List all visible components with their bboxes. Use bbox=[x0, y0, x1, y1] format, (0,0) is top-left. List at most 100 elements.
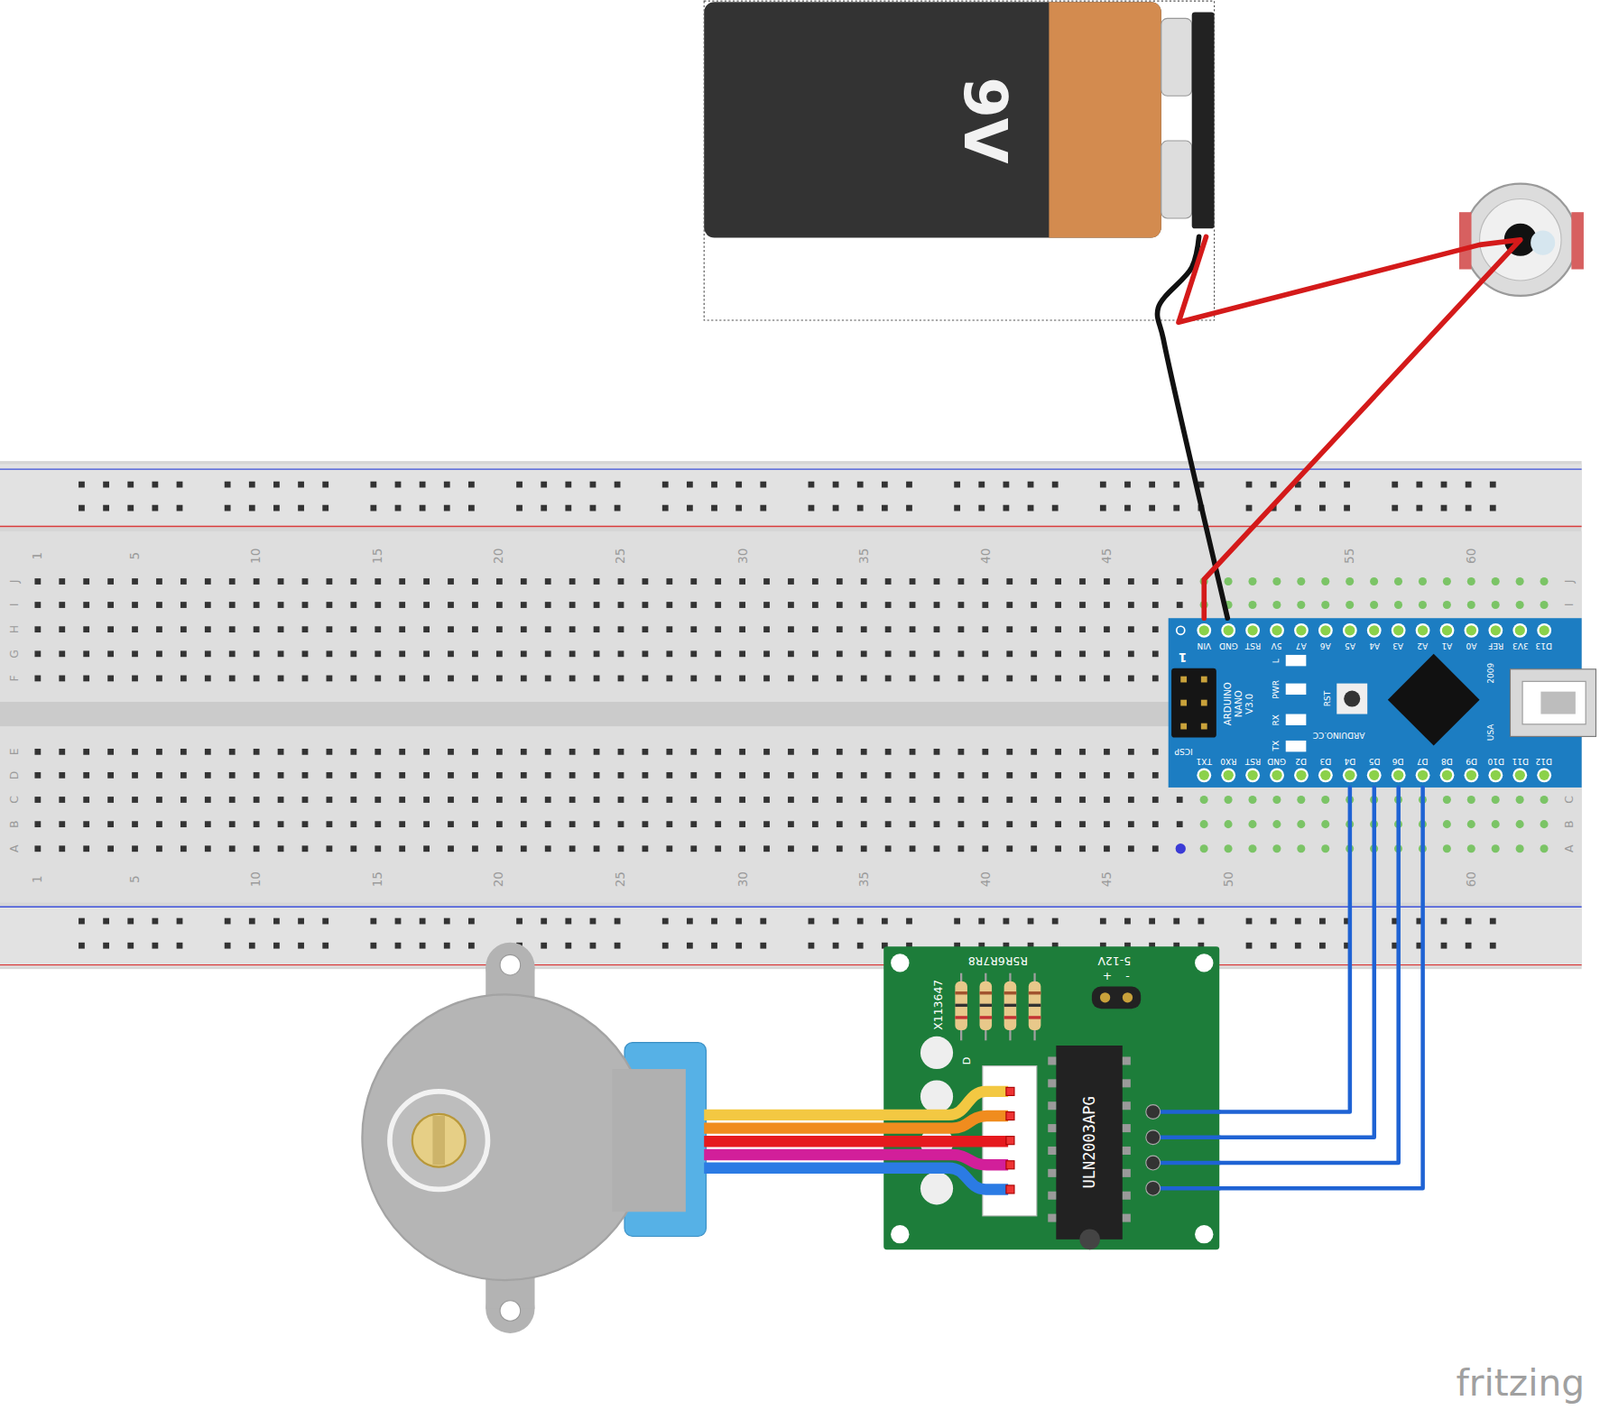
breadboard-hole bbox=[593, 650, 601, 657]
breadboard-hole bbox=[253, 845, 260, 852]
selection-outline bbox=[703, 0, 1214, 321]
watermark: fritzing bbox=[1455, 1365, 1585, 1403]
breadboard-hole bbox=[374, 845, 381, 852]
breadboard-hole bbox=[468, 918, 475, 925]
breadboard-hole bbox=[156, 650, 163, 657]
breadboard-hole bbox=[642, 675, 649, 683]
breadboard-hole bbox=[569, 650, 576, 657]
breadboard-hole bbox=[686, 943, 694, 950]
breadboard-hole bbox=[297, 481, 305, 489]
breadboard-hole bbox=[958, 626, 965, 633]
battery: 9V bbox=[703, 0, 1214, 237]
row-letter: G bbox=[9, 649, 20, 659]
breadboard-hole bbox=[739, 626, 746, 633]
breadboard-hole bbox=[590, 918, 597, 925]
pin-header bbox=[1318, 767, 1333, 783]
stepper-motor bbox=[412, 1114, 466, 1168]
chip-leg bbox=[1047, 1214, 1056, 1223]
column-number: 40 bbox=[980, 548, 993, 565]
breadboard-hole bbox=[520, 796, 528, 804]
breadboard-hole bbox=[909, 675, 916, 683]
breadboard-hole bbox=[569, 821, 576, 828]
breadboard-hole bbox=[83, 772, 90, 779]
resistor-symbol bbox=[954, 981, 968, 1031]
breadboard-hole bbox=[1152, 578, 1159, 585]
column-number: 20 bbox=[492, 548, 506, 565]
pin-header bbox=[1245, 767, 1260, 783]
breadboard-hole bbox=[443, 918, 451, 925]
breadboard-hole bbox=[369, 505, 377, 512]
pin-one-mark: 1 bbox=[1178, 650, 1187, 664]
breadboard-hole bbox=[787, 650, 795, 657]
breadboard-hole bbox=[1321, 577, 1330, 586]
breadboard-hole bbox=[107, 650, 114, 657]
breadboard-hole bbox=[618, 626, 625, 633]
column-number: 1 bbox=[31, 875, 45, 884]
breadboard-hole bbox=[934, 626, 941, 633]
breadboard-hole bbox=[224, 943, 232, 950]
breadboard-hole bbox=[229, 749, 236, 756]
breadboard-hole bbox=[1441, 505, 1448, 512]
chip-leg bbox=[1047, 1101, 1056, 1110]
breadboard-hole bbox=[520, 772, 528, 779]
breadboard-hole bbox=[127, 943, 134, 950]
breadboard-hole bbox=[885, 675, 892, 683]
breadboard-hole bbox=[374, 796, 381, 804]
breadboard-hole bbox=[107, 821, 114, 828]
breadboard-hole bbox=[496, 675, 503, 683]
breadboard-hole bbox=[812, 626, 819, 633]
breadboard-hole bbox=[860, 845, 868, 852]
breadboard-hole bbox=[180, 650, 187, 657]
breadboard-hole bbox=[690, 675, 697, 683]
breadboard-hole bbox=[1054, 796, 1062, 804]
breadboard-hole bbox=[618, 578, 625, 585]
breadboard-hole bbox=[374, 749, 381, 756]
breadboard-hole bbox=[981, 845, 989, 852]
connector-pin bbox=[1006, 1137, 1015, 1146]
motor-ribbon bbox=[703, 1091, 1009, 1191]
pin-header bbox=[1247, 770, 1258, 781]
breadboard-hole bbox=[326, 675, 333, 683]
breadboard-hole bbox=[618, 650, 625, 657]
pin-header bbox=[1539, 770, 1550, 781]
breadboard-hole bbox=[714, 796, 722, 804]
pin-header bbox=[1464, 767, 1480, 783]
pin-header bbox=[1442, 625, 1453, 636]
breadboard-hole bbox=[808, 505, 815, 512]
row-letter: B bbox=[1563, 820, 1575, 829]
pin-header bbox=[1415, 623, 1431, 639]
breadboard-hole bbox=[1489, 918, 1497, 925]
breadboard-hole bbox=[326, 601, 333, 609]
wire bbox=[1219, 787, 1351, 1113]
breadboard-hole bbox=[1052, 505, 1059, 512]
breadboard-hole bbox=[1270, 943, 1277, 950]
breadboard-hole bbox=[516, 481, 523, 489]
breadboard-hole bbox=[1391, 481, 1398, 489]
breadboard-hole bbox=[516, 918, 523, 925]
breadboard-hole bbox=[83, 601, 90, 609]
breadboard-hole bbox=[369, 918, 377, 925]
breadboard-hole bbox=[665, 601, 673, 609]
breadboard-hole bbox=[496, 626, 503, 633]
breadboard-hole bbox=[981, 749, 989, 756]
power-switch bbox=[1530, 231, 1555, 256]
pin-name: D5 bbox=[1368, 757, 1380, 766]
breadboard-hole bbox=[981, 772, 989, 779]
breadboard-hole bbox=[34, 578, 41, 585]
breadboard-hole bbox=[832, 481, 840, 489]
breadboard-hole bbox=[180, 772, 187, 779]
breadboard-hole bbox=[398, 749, 406, 756]
breadboard-hole bbox=[1343, 505, 1351, 512]
breadboard-hole bbox=[151, 481, 158, 489]
breadboard-hole bbox=[471, 845, 479, 852]
breadboard-hole bbox=[590, 481, 597, 489]
breadboard-hole bbox=[614, 918, 621, 925]
breadboard-hole bbox=[398, 772, 406, 779]
breadboard-hole bbox=[1173, 918, 1180, 925]
breadboard-hole bbox=[447, 601, 454, 609]
breadboard-hole bbox=[1224, 844, 1233, 853]
arduino-nano-board bbox=[1336, 684, 1368, 715]
breadboard-hole bbox=[787, 845, 795, 852]
breadboard-hole bbox=[1272, 844, 1281, 853]
breadboard-hole bbox=[471, 650, 479, 657]
